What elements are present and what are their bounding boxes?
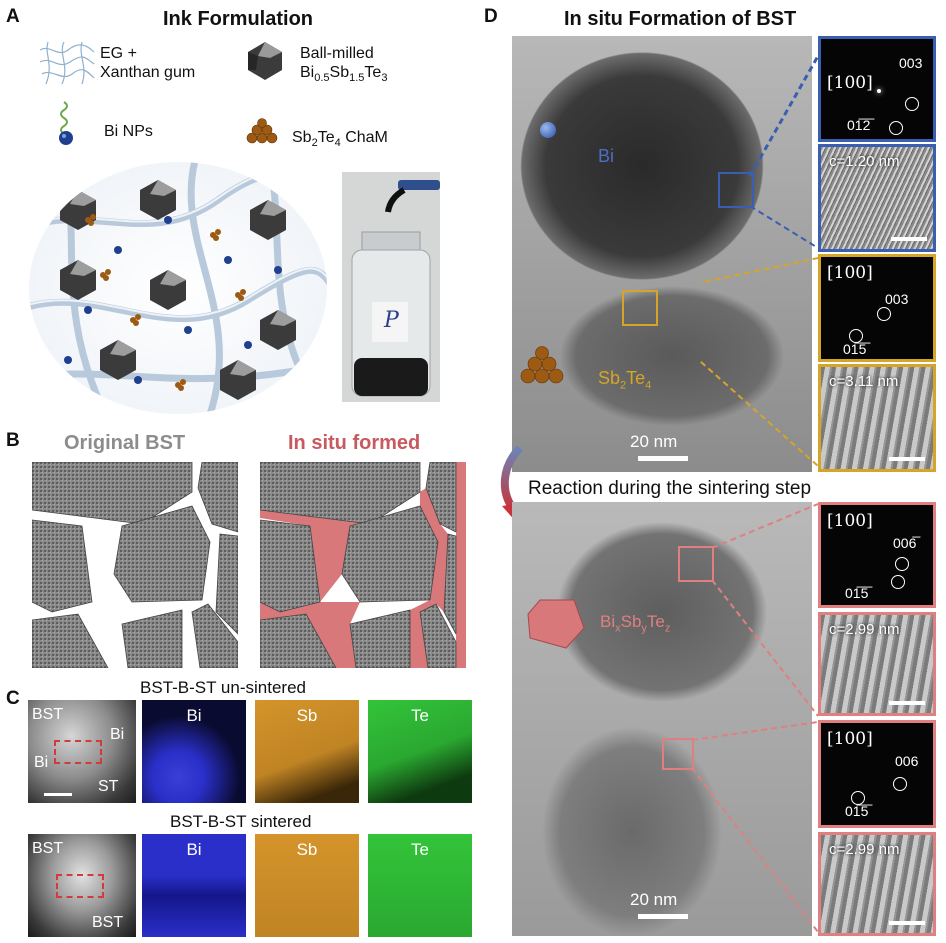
sem-scalebar — [44, 793, 72, 796]
bi-nanoparticle-icon — [59, 101, 73, 145]
tem-bottom-scale-text: 20 nm — [630, 890, 678, 909]
original-bst-schematic — [32, 462, 238, 668]
reaction-text: Reaction during the sintering step — [528, 478, 812, 499]
ball-milled-particle-icon — [248, 42, 282, 80]
ink-illustration — [29, 162, 327, 414]
hrtem-bst2: c=2.99 nm — [818, 832, 936, 936]
sem2-label-bst-bottom: BST — [92, 914, 124, 931]
tem-top-image: Bi Sb2Te4 20 nm — [512, 36, 812, 472]
ballmilled-formula: Bi0.5Sb1.5Te3 — [300, 64, 388, 85]
fft-bst2-spot1: 006 — [895, 753, 919, 769]
panel-d-title: In situ Formation of BST — [564, 8, 797, 30]
ink-jar-photo: P — [342, 172, 440, 402]
legend-chaM: Sb2Te4 ChaM — [292, 129, 388, 150]
panel-d-label: D — [484, 6, 498, 27]
eds-map-te-sintered: Te — [368, 834, 472, 937]
fft-bi-zone: [100] — [827, 73, 873, 93]
hrtem-bst1-lattice: c=2.99 nm — [829, 621, 900, 638]
hrtem-sbte-lattice: c=3.11 nm — [829, 373, 899, 390]
sem-sintered: BST BST — [28, 834, 136, 937]
sem2-roi — [56, 874, 104, 898]
polymer-network-icon — [39, 41, 95, 85]
hrtem-sbte: c=3.11 nm — [818, 364, 936, 472]
sem-label-bi-right: Bi — [110, 726, 125, 743]
eds-map-te-unsintered: Te — [368, 700, 472, 803]
fft-bst2-zone: [100] — [827, 729, 873, 749]
panel-b-right-title: In situ formed — [288, 432, 421, 454]
sbte-cluster-icon — [520, 346, 564, 384]
tem-roi-bst2 — [662, 738, 694, 770]
fft-bst1-spot1: 006̅ — [893, 535, 917, 551]
sem-unsintered: BST Bi Bi ST — [28, 700, 136, 803]
particles — [60, 180, 296, 400]
legend-eg: EG + Xanthan gum — [100, 45, 196, 81]
tem-label-bst: BixSbyTez — [600, 612, 671, 635]
sem-roi — [54, 740, 102, 764]
eds-map-sb-unsintered: Sb — [255, 700, 359, 803]
bst-phase-icon — [527, 599, 585, 649]
panel-a-label: A — [6, 6, 20, 27]
tem-top-scalebar — [638, 456, 688, 461]
sem-label-st: ST — [98, 778, 119, 795]
panel-b-label: B — [6, 430, 20, 451]
panel-b-left-title: Original BST — [64, 432, 186, 454]
tem-bottom-image: BixSbyTez 20 nm — [512, 502, 812, 936]
eds-map-sb-sintered: Sb — [255, 834, 359, 937]
chalcogenide-cluster-icon — [246, 118, 278, 144]
eds-map-bi-sintered: Bi — [142, 834, 246, 937]
tem-bottom-scalebar — [638, 914, 688, 919]
jar-label: P — [384, 308, 399, 333]
fft-sbte: [100] 003 01̅5̅ — [818, 254, 936, 362]
panel-c-row2-title: BST-B-ST sintered — [170, 812, 312, 831]
fft-bi-spot1: 003 — [899, 55, 923, 71]
fft-bi: [100] 003 01̅2̅ — [818, 36, 936, 142]
hrtem-bi: c=1.20 nm — [818, 144, 936, 252]
top-connectors — [700, 55, 820, 467]
insitu-formed-schematic — [260, 462, 466, 668]
eds-map-bi-unsintered: Bi — [142, 700, 246, 803]
fft-bi-spot2: 01̅2̅ — [847, 117, 871, 133]
fft-bst2-spot2: 01̅5̅ — [845, 803, 869, 819]
fft-bst1: [100] 006̅ 01̅5̅ — [818, 502, 936, 608]
bi-sphere-icon — [540, 122, 556, 138]
fft-sbte-zone: [100] — [827, 263, 873, 283]
fft-bst1-spot2: 01̅5̅ — [845, 585, 869, 601]
hrtem-bi-lattice: c=1.20 nm — [829, 153, 900, 170]
sem-label-bi-left: Bi — [34, 754, 49, 771]
tem-roi-bst1 — [678, 546, 714, 582]
tem-roi-bi — [718, 172, 754, 208]
legend-ballmilled: Ball-milled Bi0.5Sb1.5Te3 — [300, 44, 387, 88]
tem-label-bi: Bi — [598, 146, 615, 166]
tem-top-scale-text: 20 nm — [630, 432, 678, 451]
panel-a-title: Ink Formulation — [163, 8, 313, 30]
hrtem-bst1: c=2.99 nm — [818, 612, 936, 716]
sem2-label-bst-top: BST — [32, 840, 64, 857]
panel-c-row1-title: BST-B-ST un-sintered — [140, 678, 306, 697]
sem-label-bst: BST — [32, 706, 64, 723]
tem-label-sbte: Sb2Te4 — [598, 368, 652, 392]
tem-roi-sbte — [622, 290, 658, 326]
fft-bst1-zone: [100] — [827, 511, 873, 531]
panel-c-label: C — [6, 688, 20, 709]
bottom-connectors — [691, 503, 819, 933]
hrtem-bst2-lattice: c=2.99 nm — [829, 841, 900, 858]
legend-bi-nps: Bi NPs — [104, 123, 153, 140]
fft-sbte-spot1: 003 — [885, 291, 909, 307]
fft-sbte-spot2: 01̅5̅ — [843, 341, 867, 357]
fft-bst2: [100] 006 01̅5̅ — [818, 720, 936, 828]
